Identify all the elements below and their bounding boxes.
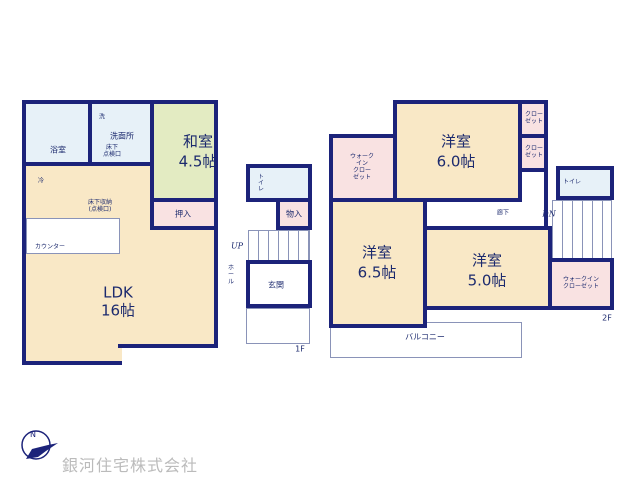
label-bath: 浴室 xyxy=(50,145,66,155)
closet-2 xyxy=(518,134,548,172)
label-ldk-size: 16帖 xyxy=(100,301,136,320)
label-up: UP xyxy=(230,241,244,251)
floor-label-1f: 1F xyxy=(295,344,305,354)
closet-1 xyxy=(518,100,548,138)
toilet-2f xyxy=(556,166,614,200)
label-room-b-size: 6.5帖 xyxy=(357,263,397,282)
label-room-a: 洋室 xyxy=(440,132,472,151)
label-genkan: 玄関 xyxy=(268,280,284,290)
porch xyxy=(246,308,310,344)
stairs-2f xyxy=(552,200,612,260)
monoire xyxy=(276,198,312,230)
label-washroom: 洗面所 xyxy=(110,131,134,141)
stairs-1f xyxy=(248,230,310,262)
label-fridge: 冷 xyxy=(37,177,45,185)
label-closet-2: クロー ゼット xyxy=(524,145,544,159)
compass-logo-icon: N xyxy=(21,430,58,460)
label-oshiire: 押入 xyxy=(175,209,191,219)
label-wic-right: ウォークイン クローゼット xyxy=(562,276,600,290)
label-room-c: 洋室 xyxy=(471,251,503,270)
company-name: 銀河住宅株式会社 xyxy=(62,456,199,475)
hall-wall xyxy=(214,200,218,230)
bath-room xyxy=(22,100,92,166)
svg-text:N: N xyxy=(30,430,36,439)
wic-right xyxy=(548,258,614,310)
washitsu-room xyxy=(150,100,218,202)
label-floor-hatch: 床下 点検口 xyxy=(102,144,122,158)
label-ldk: LDK xyxy=(103,283,133,302)
ldk-notch xyxy=(122,348,222,368)
label-closet-1: クロー ゼット xyxy=(524,111,544,125)
label-corridor: 廊下 xyxy=(496,209,510,217)
label-wic-left: ウォーク イン クロー ゼット xyxy=(349,153,375,181)
label-monoire: 物入 xyxy=(286,209,302,219)
label-toilet-2f: トイレ xyxy=(562,178,582,186)
kitchen-counter xyxy=(26,218,120,254)
wash-room xyxy=(88,100,154,166)
label-washitsu: 和室 xyxy=(182,132,214,151)
room-6-0 xyxy=(393,100,522,202)
room-5-0 xyxy=(423,226,552,310)
label-dn: DN xyxy=(542,209,556,219)
label-counter: カウンター xyxy=(34,243,66,251)
label-toilet-1f: トイレ xyxy=(256,173,264,191)
label-hall: ホ ー ル xyxy=(227,264,235,286)
label-underfloor-storage: 床下収納 (点検口) xyxy=(87,199,113,213)
genkan xyxy=(246,260,312,308)
label-washer: 洗 xyxy=(98,113,106,121)
label-room-c-size: 5.0帖 xyxy=(467,271,507,290)
label-room-b: 洋室 xyxy=(361,243,393,262)
floor-label-2f: 2F xyxy=(602,313,612,323)
label-room-a-size: 6.0帖 xyxy=(436,152,476,171)
label-balcony: バルコニー xyxy=(405,332,445,342)
label-washitsu-size: 4.5帖 xyxy=(178,152,218,171)
